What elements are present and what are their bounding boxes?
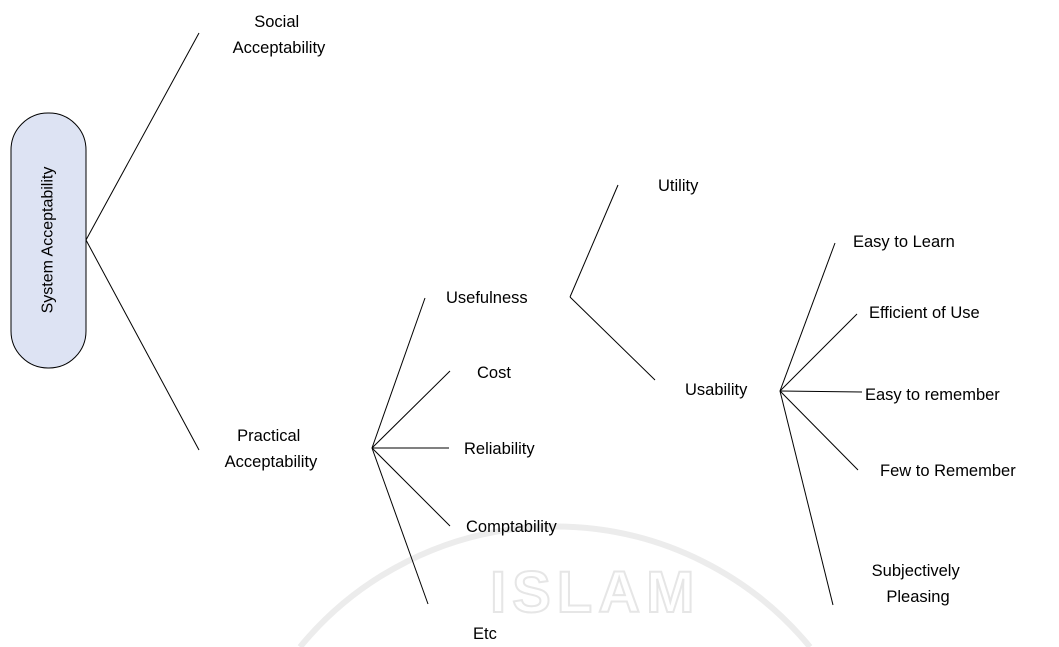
node-practical-line-2: Acceptability bbox=[225, 453, 318, 471]
edge-root-practical bbox=[85, 239, 200, 451]
node-usability: Usability bbox=[685, 381, 748, 399]
edge-usability-easy-to-remember bbox=[779, 390, 863, 393]
node-subjectively-pleasing: Subjectively Pleasing bbox=[872, 562, 965, 606]
root-node-shape bbox=[10, 112, 87, 369]
edges bbox=[85, 32, 863, 606]
node-subjectively-line-2: Pleasing bbox=[886, 588, 949, 606]
node-social-acceptability: Social Acceptability bbox=[233, 13, 326, 57]
root-node: System Acceptability bbox=[10, 112, 87, 369]
edge-usability-easy-to-learn bbox=[779, 242, 836, 392]
node-utility: Utility bbox=[658, 177, 699, 195]
root-node-label: System Acceptability bbox=[40, 167, 57, 314]
node-social-line-1: Social bbox=[254, 13, 299, 31]
node-practical-acceptability: Practical Acceptability bbox=[225, 427, 318, 471]
edge-practical-usefulness bbox=[371, 297, 426, 449]
edge-practical-etc bbox=[371, 447, 429, 605]
node-subjectively-line-1: Subjectively bbox=[872, 562, 961, 580]
edge-usability-efficient-of-use bbox=[779, 313, 858, 392]
node-cost: Cost bbox=[477, 364, 511, 382]
node-reliability: Reliability bbox=[464, 440, 535, 458]
edge-usability-subjectively-pleasing bbox=[779, 390, 834, 606]
node-easy-to-remember: Easy to remember bbox=[865, 386, 1000, 404]
edge-usefulness-usability bbox=[569, 296, 656, 381]
edge-usefulness-utility bbox=[569, 184, 619, 298]
node-compatibility: Comptability bbox=[466, 518, 558, 536]
watermark-seal: ISLAM bbox=[297, 523, 813, 647]
node-practical-line-1: Practical bbox=[237, 427, 300, 445]
watermark-text: ISLAM bbox=[490, 560, 700, 625]
edge-usability-few-to-remember bbox=[779, 390, 859, 471]
edge-root-social bbox=[85, 32, 200, 241]
node-usefulness: Usefulness bbox=[446, 289, 528, 307]
node-easy-to-learn: Easy to Learn bbox=[853, 233, 955, 251]
node-few-to-remember: Few to Remember bbox=[880, 462, 1016, 480]
node-social-line-2: Acceptability bbox=[233, 39, 326, 57]
edge-practical-cost bbox=[371, 370, 451, 449]
node-efficient-of-use: Efficient of Use bbox=[869, 304, 980, 322]
edge-practical-compatibility bbox=[371, 447, 451, 527]
node-etc: Etc bbox=[473, 625, 497, 643]
